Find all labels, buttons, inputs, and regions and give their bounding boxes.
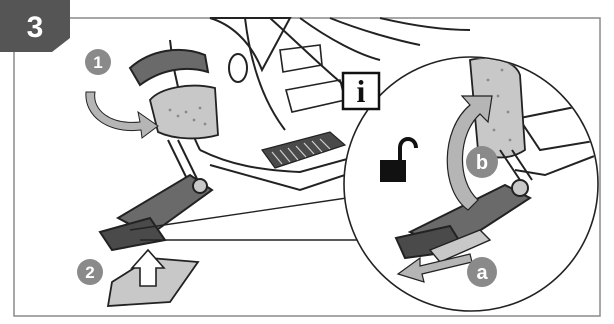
step1-arrow: [86, 92, 158, 138]
callout-a-label: a: [476, 262, 488, 284]
callout-a: a: [467, 257, 497, 287]
callout-1-label: 1: [93, 53, 102, 72]
callout-2: 2: [77, 259, 103, 285]
step-badge: 3: [0, 0, 70, 52]
callout-1: 1: [85, 49, 111, 75]
info-box: i: [343, 73, 379, 109]
callout-b: b: [466, 146, 498, 178]
callout-b-label: b: [476, 152, 488, 174]
info-icon: i: [357, 73, 366, 109]
latch-lever: [100, 175, 212, 250]
step-number: 3: [27, 11, 44, 44]
callout-2-label: 2: [85, 263, 94, 282]
